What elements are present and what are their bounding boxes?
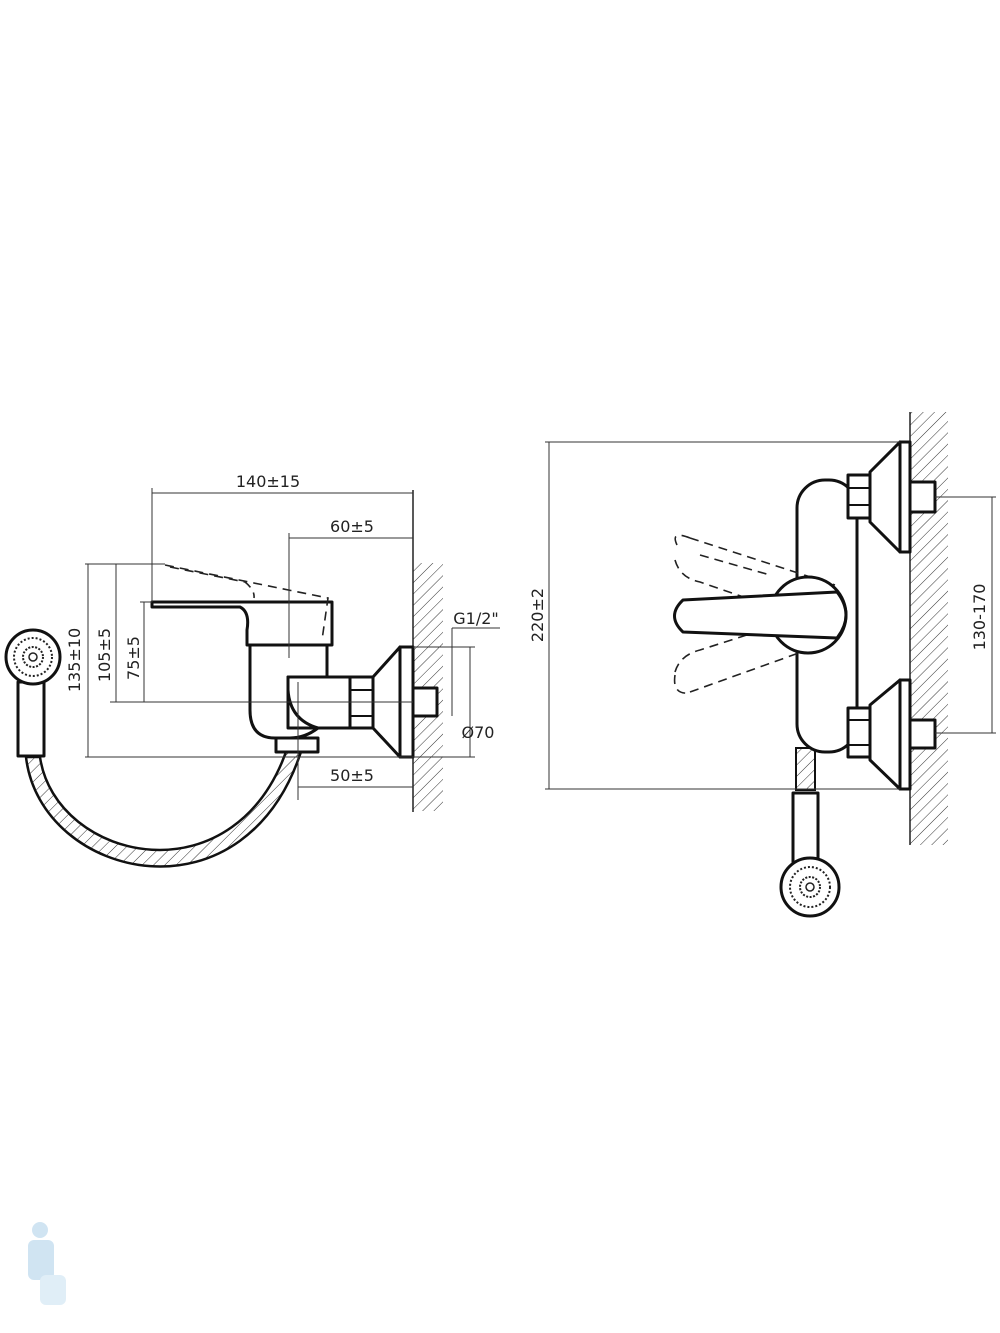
lever-raised-dashed	[164, 564, 329, 641]
dim-body-reach: 60±5	[330, 517, 374, 536]
dim-centers-range: 130-170	[970, 584, 989, 651]
dim-height-body: 75±5	[124, 636, 143, 680]
dim-height-lever: 105±5	[95, 628, 114, 682]
dim-thread: G1/2"	[453, 609, 499, 628]
lever	[150, 600, 334, 647]
wall-hatch-front	[910, 412, 948, 845]
hand-shower-front	[779, 856, 841, 918]
dim-outlet-reach: 50±5	[330, 766, 374, 785]
plumber-logo	[28, 1222, 66, 1305]
dim-height-total: 135±10	[65, 628, 84, 692]
front-dimension-lines	[545, 441, 996, 790]
hose	[24, 738, 306, 868]
dim-overall-reach: 140±15	[236, 472, 300, 491]
dim-flange-diameter: Ø70	[462, 723, 495, 742]
side-dimension-lines	[85, 488, 500, 800]
mixer-body-side	[150, 564, 439, 759]
hand-shower	[4, 628, 62, 758]
lever-front	[673, 590, 848, 640]
dim-overall-height: 220±2	[528, 588, 547, 642]
front-view: 220±2 130-170	[528, 412, 996, 918]
side-view: 140±15 60±5 50±5 G1/2" Ø70 135±10 105±5 …	[4, 472, 500, 868]
